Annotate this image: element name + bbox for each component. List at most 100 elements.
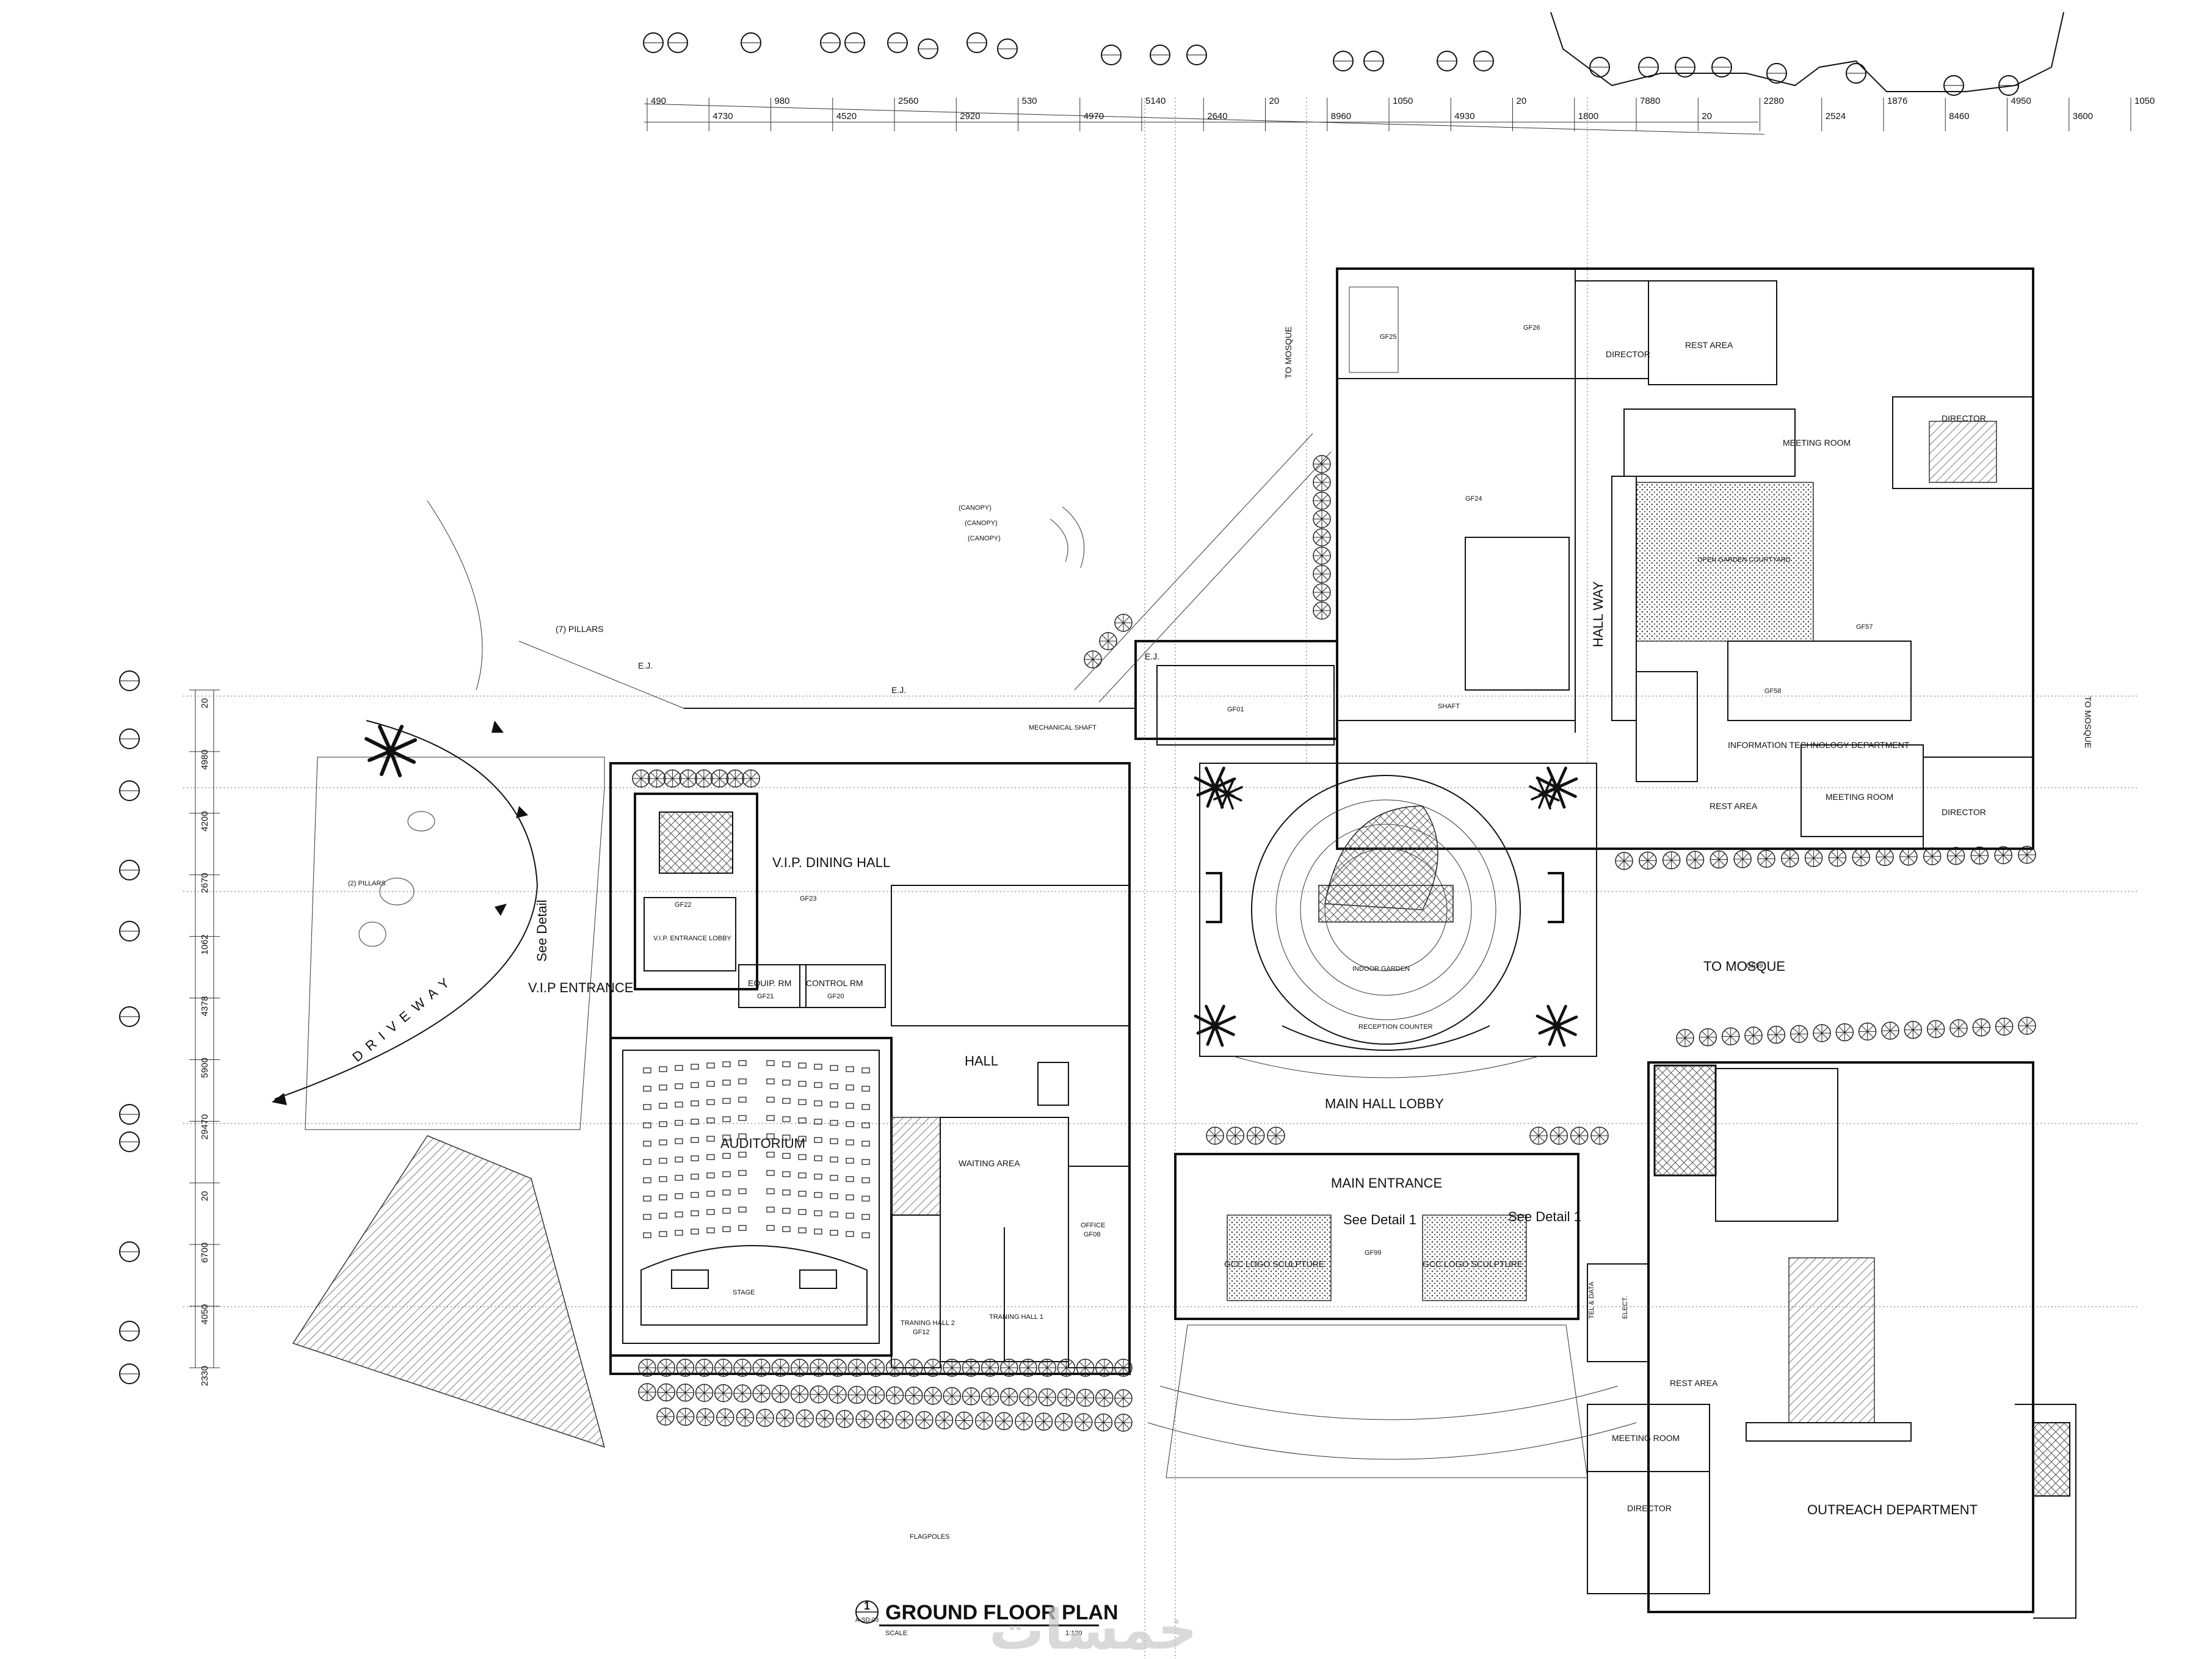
tree-symbol — [1828, 848, 1847, 867]
label-gf58: GF58 — [1764, 688, 1782, 695]
auditorium-seat — [643, 1086, 651, 1092]
tree-symbol — [1744, 1026, 1763, 1045]
tree-symbol — [1313, 528, 1331, 546]
label-canopy-2: (CANOPY) — [965, 520, 998, 527]
left-dimension-label: 5900 — [200, 1058, 210, 1078]
label-outreach: OUTREACH DEPARTMENT — [1807, 1502, 1978, 1517]
auditorium-seat — [798, 1117, 807, 1124]
tree-symbol — [1949, 1019, 1968, 1037]
auditorium-seat — [861, 1104, 870, 1110]
tree-symbol — [1615, 852, 1633, 870]
tree-symbol — [885, 1359, 904, 1377]
auditorium-seat — [643, 1104, 651, 1110]
top-dimension-label: 4950 — [2011, 96, 2031, 106]
top-dimension-label: 4930 — [1454, 111, 1474, 122]
label-gf20: GF20 — [827, 993, 844, 1000]
auditorium-seat — [846, 1066, 854, 1072]
tree-symbol — [1019, 1388, 1037, 1406]
auditorium-seat — [722, 1116, 731, 1122]
auditorium-seat — [706, 1191, 715, 1197]
tree-symbol — [1267, 1127, 1285, 1145]
auditorium-seat — [691, 1229, 699, 1235]
tree-symbol — [796, 1409, 814, 1428]
label-gf59: GF59 — [1746, 962, 1763, 970]
title-number: 1 — [864, 1600, 870, 1612]
label-gf57: GF57 — [1856, 623, 1873, 631]
auditorium-seat — [643, 1177, 651, 1183]
left-dimension-label: 1062 — [200, 934, 210, 954]
tree-symbol — [733, 1359, 752, 1377]
label-it-department: INFORMATION TECHNOLOGY DEPARTMENT — [1728, 740, 1910, 750]
tree-symbol — [1313, 473, 1331, 492]
tree-symbol — [1529, 1127, 1548, 1145]
tree-symbol — [679, 769, 697, 788]
drawing-title-block: 1 A-SD-03 GROUND FLOOR PLAN SCALE 1:120 — [855, 1600, 1119, 1637]
label-rest-area-1: REST AREA — [1685, 340, 1733, 350]
label-stage: STAGE — [733, 1289, 755, 1296]
top-dimension-label: 5140 — [1145, 96, 1166, 106]
auditorium-seat — [766, 1115, 775, 1121]
auditorium-seat — [738, 1115, 747, 1121]
grid-bubble — [119, 860, 140, 880]
drawing-title: GROUND FLOOR PLAN — [885, 1601, 1119, 1624]
tree-symbol — [771, 1359, 790, 1377]
tree-symbol — [1570, 1127, 1589, 1145]
central-atrium — [1134, 640, 1597, 1078]
label-rest-area-3: REST AREA — [1670, 1378, 1718, 1388]
auditorium-seat — [846, 1121, 854, 1127]
label-director-3: DIRECTOR — [1942, 807, 1986, 817]
tree-symbol — [716, 1408, 734, 1427]
top-dimension-label: 490 — [651, 96, 666, 106]
tree-symbol — [1313, 510, 1331, 528]
tree-symbol — [1313, 565, 1331, 583]
auditorium-seat — [798, 1099, 807, 1105]
auditorium-seat — [814, 1155, 822, 1161]
top-dimension-label: 2280 — [1764, 96, 1784, 106]
tree-symbol — [752, 1359, 771, 1377]
left-dimension-chain: 2049804200267010624378590029470206700405… — [189, 689, 220, 1386]
tree-symbol — [835, 1410, 854, 1428]
tree-symbol — [695, 1359, 714, 1377]
tree-symbol — [1015, 1412, 1033, 1431]
tree-symbol — [810, 1385, 828, 1404]
tree-symbol — [1881, 1022, 1899, 1040]
label-gf23: GF23 — [800, 895, 817, 902]
tree-symbol — [1926, 1020, 1945, 1039]
tree-symbol — [676, 1384, 695, 1402]
grid-bubble — [119, 1131, 140, 1152]
auditorium-seat — [706, 1081, 715, 1087]
label-meeting-room-1: MEETING ROOM — [1783, 438, 1851, 448]
left-dimension-label: 4980 — [200, 750, 210, 770]
north-east-block — [1336, 267, 2034, 850]
label-gf21: GF21 — [757, 993, 774, 1000]
auditorium-seat — [766, 1170, 775, 1176]
tree-symbol — [1904, 1020, 1923, 1039]
auditorium-seat — [830, 1175, 838, 1181]
tree-symbol — [1995, 1017, 2014, 1036]
auditorium-seat — [830, 1083, 838, 1089]
auditorium-seat — [782, 1171, 791, 1177]
tree-symbol — [1972, 1018, 1991, 1037]
grid-bubbles-left — [119, 670, 140, 1384]
tree-symbol — [657, 1359, 675, 1377]
tree-symbol — [1095, 1389, 1114, 1407]
top-dimension-label: 980 — [775, 96, 790, 106]
auditorium-seat — [722, 1061, 731, 1067]
auditorium-seat — [659, 1066, 667, 1072]
auditorium-seat — [643, 1141, 651, 1147]
title-ref: A-SD-03 — [855, 1617, 879, 1624]
grid-lines — [183, 98, 2137, 1659]
label-elect: ELECT. — [1622, 1296, 1629, 1319]
label-open-garden: OPEN GARDEN COURTYARD — [1697, 556, 1791, 564]
left-dimension-label: 4200 — [200, 811, 210, 831]
vip-auditorium-wing — [609, 762, 1131, 1375]
auditorium-seat — [675, 1120, 683, 1126]
auditorium-seat — [861, 1177, 870, 1183]
tree-symbol — [710, 769, 729, 788]
auditorium-seat — [691, 1082, 699, 1088]
tree-symbol — [1019, 1359, 1037, 1377]
label-gf01: GF01 — [1227, 706, 1244, 713]
auditorium-seat — [766, 1207, 775, 1213]
tree-symbol — [790, 1385, 809, 1403]
left-dimension-label: 4050 — [200, 1304, 210, 1324]
